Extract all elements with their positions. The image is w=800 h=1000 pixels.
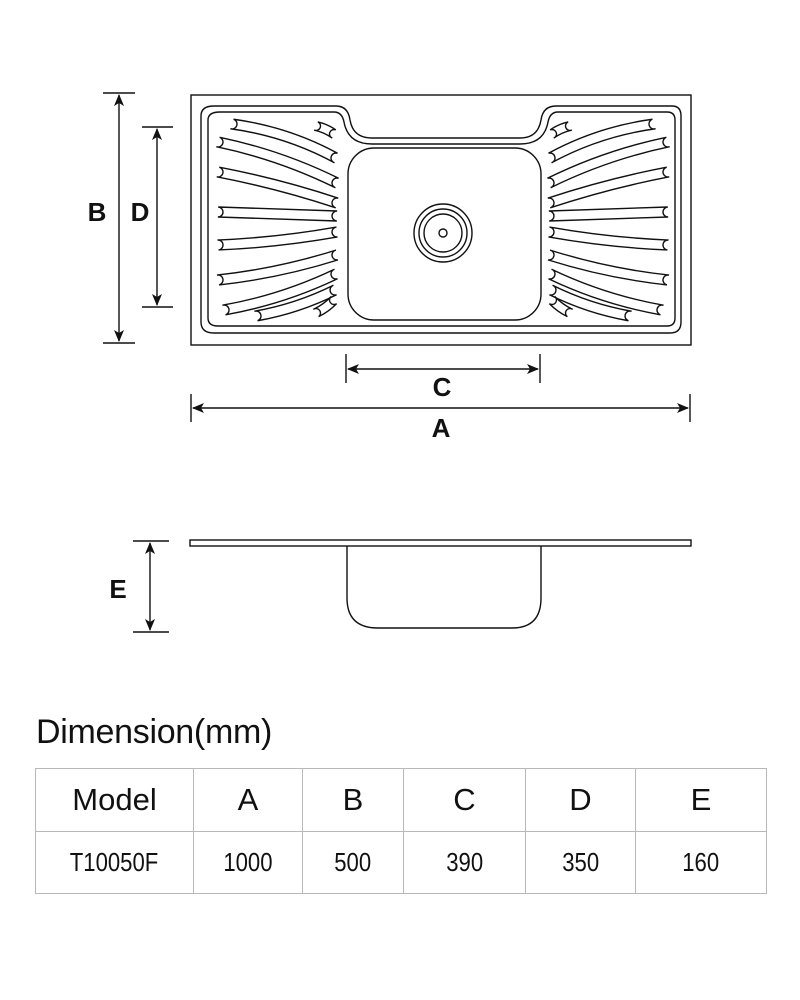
dimension-b-label: B xyxy=(88,197,107,227)
drainer-groove xyxy=(313,121,337,139)
sink-inner-rim xyxy=(200,105,682,334)
drainer-groove xyxy=(549,121,573,139)
drainer-groove xyxy=(217,206,338,222)
header-c: C xyxy=(403,768,526,832)
drain-ring-outer xyxy=(413,203,473,263)
sink-technical-drawing: B D C A E xyxy=(88,92,692,633)
dimension-table-title: Dimension(mm) xyxy=(36,713,273,751)
side-view-rim xyxy=(189,539,692,547)
drainer-groove xyxy=(548,268,664,316)
sink-bowl xyxy=(347,147,542,321)
dimension-b xyxy=(103,92,135,344)
table-header-row: Model A B C D E xyxy=(35,768,767,832)
drainer-groove xyxy=(216,249,339,286)
cell-e: 160 xyxy=(635,831,767,894)
header-d: D xyxy=(525,768,636,832)
drainer-groove xyxy=(548,206,669,222)
cell-d: 350 xyxy=(525,831,636,894)
side-view-bowl xyxy=(346,546,542,629)
drain-ring-mid xyxy=(418,208,468,258)
sink-top-view xyxy=(190,94,692,346)
header-e: E xyxy=(635,768,767,832)
dimension-c xyxy=(345,354,541,383)
drain-hole xyxy=(438,228,448,238)
drainer-groove xyxy=(312,295,338,318)
header-b: B xyxy=(302,768,404,832)
drainer-groove xyxy=(222,268,338,316)
drainer-groove xyxy=(548,226,669,251)
drainer-groove xyxy=(217,226,338,251)
drainer-groove xyxy=(547,249,670,286)
drainer-frame-inner xyxy=(207,111,676,327)
dimension-c-label: C xyxy=(433,372,452,402)
dimension-d xyxy=(142,126,173,308)
drainer-groove xyxy=(547,166,670,209)
drainer-groove xyxy=(549,284,632,322)
cell-model: T10050F xyxy=(35,831,194,894)
dimension-table: Model A B C D E T10050F 1000 500 390 350… xyxy=(35,768,767,894)
header-model: Model xyxy=(35,768,194,832)
drainer-groove xyxy=(216,136,339,189)
cell-a: 1000 xyxy=(193,831,303,894)
dimension-a xyxy=(190,394,691,422)
sink-outer-edge xyxy=(190,94,692,346)
dimension-a-label: A xyxy=(432,413,451,443)
drainer-grooves-left xyxy=(216,118,339,322)
drainer-grooves-right xyxy=(547,118,670,322)
drainer-groove xyxy=(254,284,337,322)
drainer-groove xyxy=(230,118,338,164)
cell-b: 500 xyxy=(302,831,404,894)
drainer-groove xyxy=(547,136,670,189)
drainer-groove xyxy=(216,166,339,209)
drainer-groove xyxy=(548,118,656,164)
dimension-e-label: E xyxy=(109,574,126,604)
drain-ring-inner xyxy=(423,213,463,253)
dimension-d-label: D xyxy=(131,197,150,227)
header-a: A xyxy=(193,768,303,832)
cell-c: 390 xyxy=(403,831,526,894)
drainer-groove xyxy=(548,295,574,318)
dimension-e xyxy=(133,540,169,633)
table-row: T10050F 1000 500 390 350 160 xyxy=(35,831,767,894)
sink-side-view xyxy=(189,539,692,629)
